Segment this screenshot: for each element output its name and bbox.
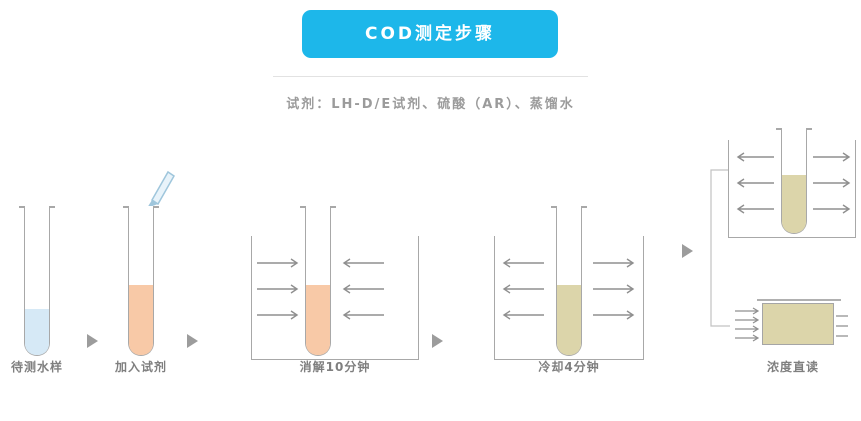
test-tube	[123, 206, 159, 356]
device-lid	[757, 299, 841, 301]
test-tube	[19, 206, 55, 356]
tube-liquid	[306, 285, 330, 355]
heating-bath	[251, 236, 419, 360]
heat-out-arrows-icon	[502, 258, 544, 320]
heat-in-arrows-icon	[342, 258, 384, 320]
next-step-arrow-icon	[87, 334, 98, 348]
next-step-arrow-icon	[682, 244, 693, 258]
tube-liquid	[557, 285, 581, 355]
divider-line	[273, 76, 588, 77]
cooling-bath	[494, 236, 644, 360]
next-step-arrow-icon	[187, 334, 198, 348]
light-out-lines-icon	[836, 315, 848, 337]
step-label: 冷却4分钟	[538, 360, 600, 374]
step-label: 浓度直读	[766, 360, 819, 374]
heat-out-arrows-icon	[736, 152, 774, 214]
heat-in-arrows-icon	[257, 258, 299, 320]
tube-liquid	[782, 175, 806, 233]
next-step-arrow-icon	[432, 334, 443, 348]
connector-bracket	[710, 169, 730, 327]
title-banner: COD测定步骤	[302, 10, 558, 58]
dropper-icon	[147, 170, 175, 208]
test-tube	[776, 128, 812, 234]
page-title: COD测定步骤	[364, 24, 496, 44]
test-tube	[300, 206, 336, 356]
step-label: 待测水样	[10, 360, 63, 374]
reading-bath	[728, 140, 856, 238]
photometer-device	[762, 303, 834, 345]
reagents-text: 试剂：LH-D/E试剂、硫酸（AR）、蒸馏水	[286, 97, 575, 112]
light-in-arrows-icon	[735, 307, 760, 342]
step-label: 消解10分钟	[299, 360, 371, 374]
test-tube	[551, 206, 587, 356]
tube-liquid	[25, 309, 49, 355]
heat-out-arrows-icon	[813, 152, 851, 214]
heat-out-arrows-icon	[593, 258, 635, 320]
step-label: 加入试剂	[114, 360, 167, 374]
tube-liquid	[129, 285, 153, 355]
